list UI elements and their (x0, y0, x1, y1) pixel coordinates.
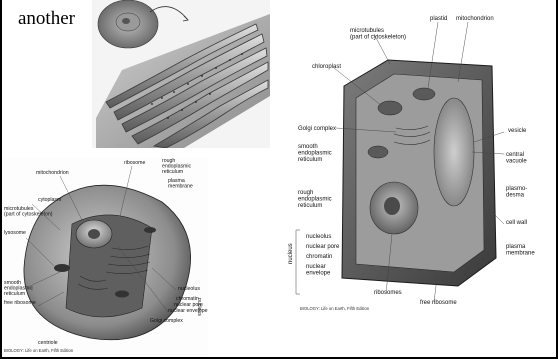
plant-label-cell-wall: cell wall (506, 220, 527, 226)
er-illustration (92, 0, 270, 148)
plant-label-chromatin: chromatin (306, 254, 332, 260)
animal-label-lysosome: lysosome (4, 230, 26, 236)
animal-credit: BIOLOGY: Life on Earth, Fifth Edition (4, 348, 74, 353)
animal-label-ribosome: ribosome (124, 160, 145, 166)
animal-label-cytoplasm: cytoplasm (38, 197, 61, 203)
plant-cell-figure: microtubules(part of cytoskeleton) plast… (278, 2, 554, 320)
plant-label-nucleus: nucleus (288, 243, 294, 264)
plant-label-vesicle: vesicle (508, 128, 527, 134)
plant-label-free-ribosome: free ribosome (420, 300, 457, 306)
plant-label-ribosomes: ribosomes (374, 290, 402, 296)
plant-label-nucleolus: nucleolus (306, 234, 331, 240)
animal-label-centriole: centriole (38, 340, 58, 346)
plant-label-mitochondrion: mitochondrion (456, 16, 494, 22)
animal-label-nucleus: nucleus (196, 298, 202, 316)
animal-label-nucleolus: nucleolus (178, 286, 200, 292)
plant-central-vacuole (434, 98, 474, 206)
plant-credit: BIOLOGY: Life on Earth, Fifth Edition (300, 306, 370, 311)
animal-label-mitochondrion: mitochondrion (36, 170, 69, 176)
animal-label-golgi: Golgi complex (150, 318, 183, 324)
plant-label-plastid: plastid (430, 16, 447, 22)
plant-label-nuclear-pore: nuclear pore (306, 244, 340, 250)
plant-label-chloroplast: chloroplast (312, 64, 341, 70)
animal-label-free-ribosome: free ribosome (4, 300, 36, 306)
slide-text-fragment: another (18, 8, 75, 30)
plant-label-golgi: Golgi complex (298, 126, 336, 132)
